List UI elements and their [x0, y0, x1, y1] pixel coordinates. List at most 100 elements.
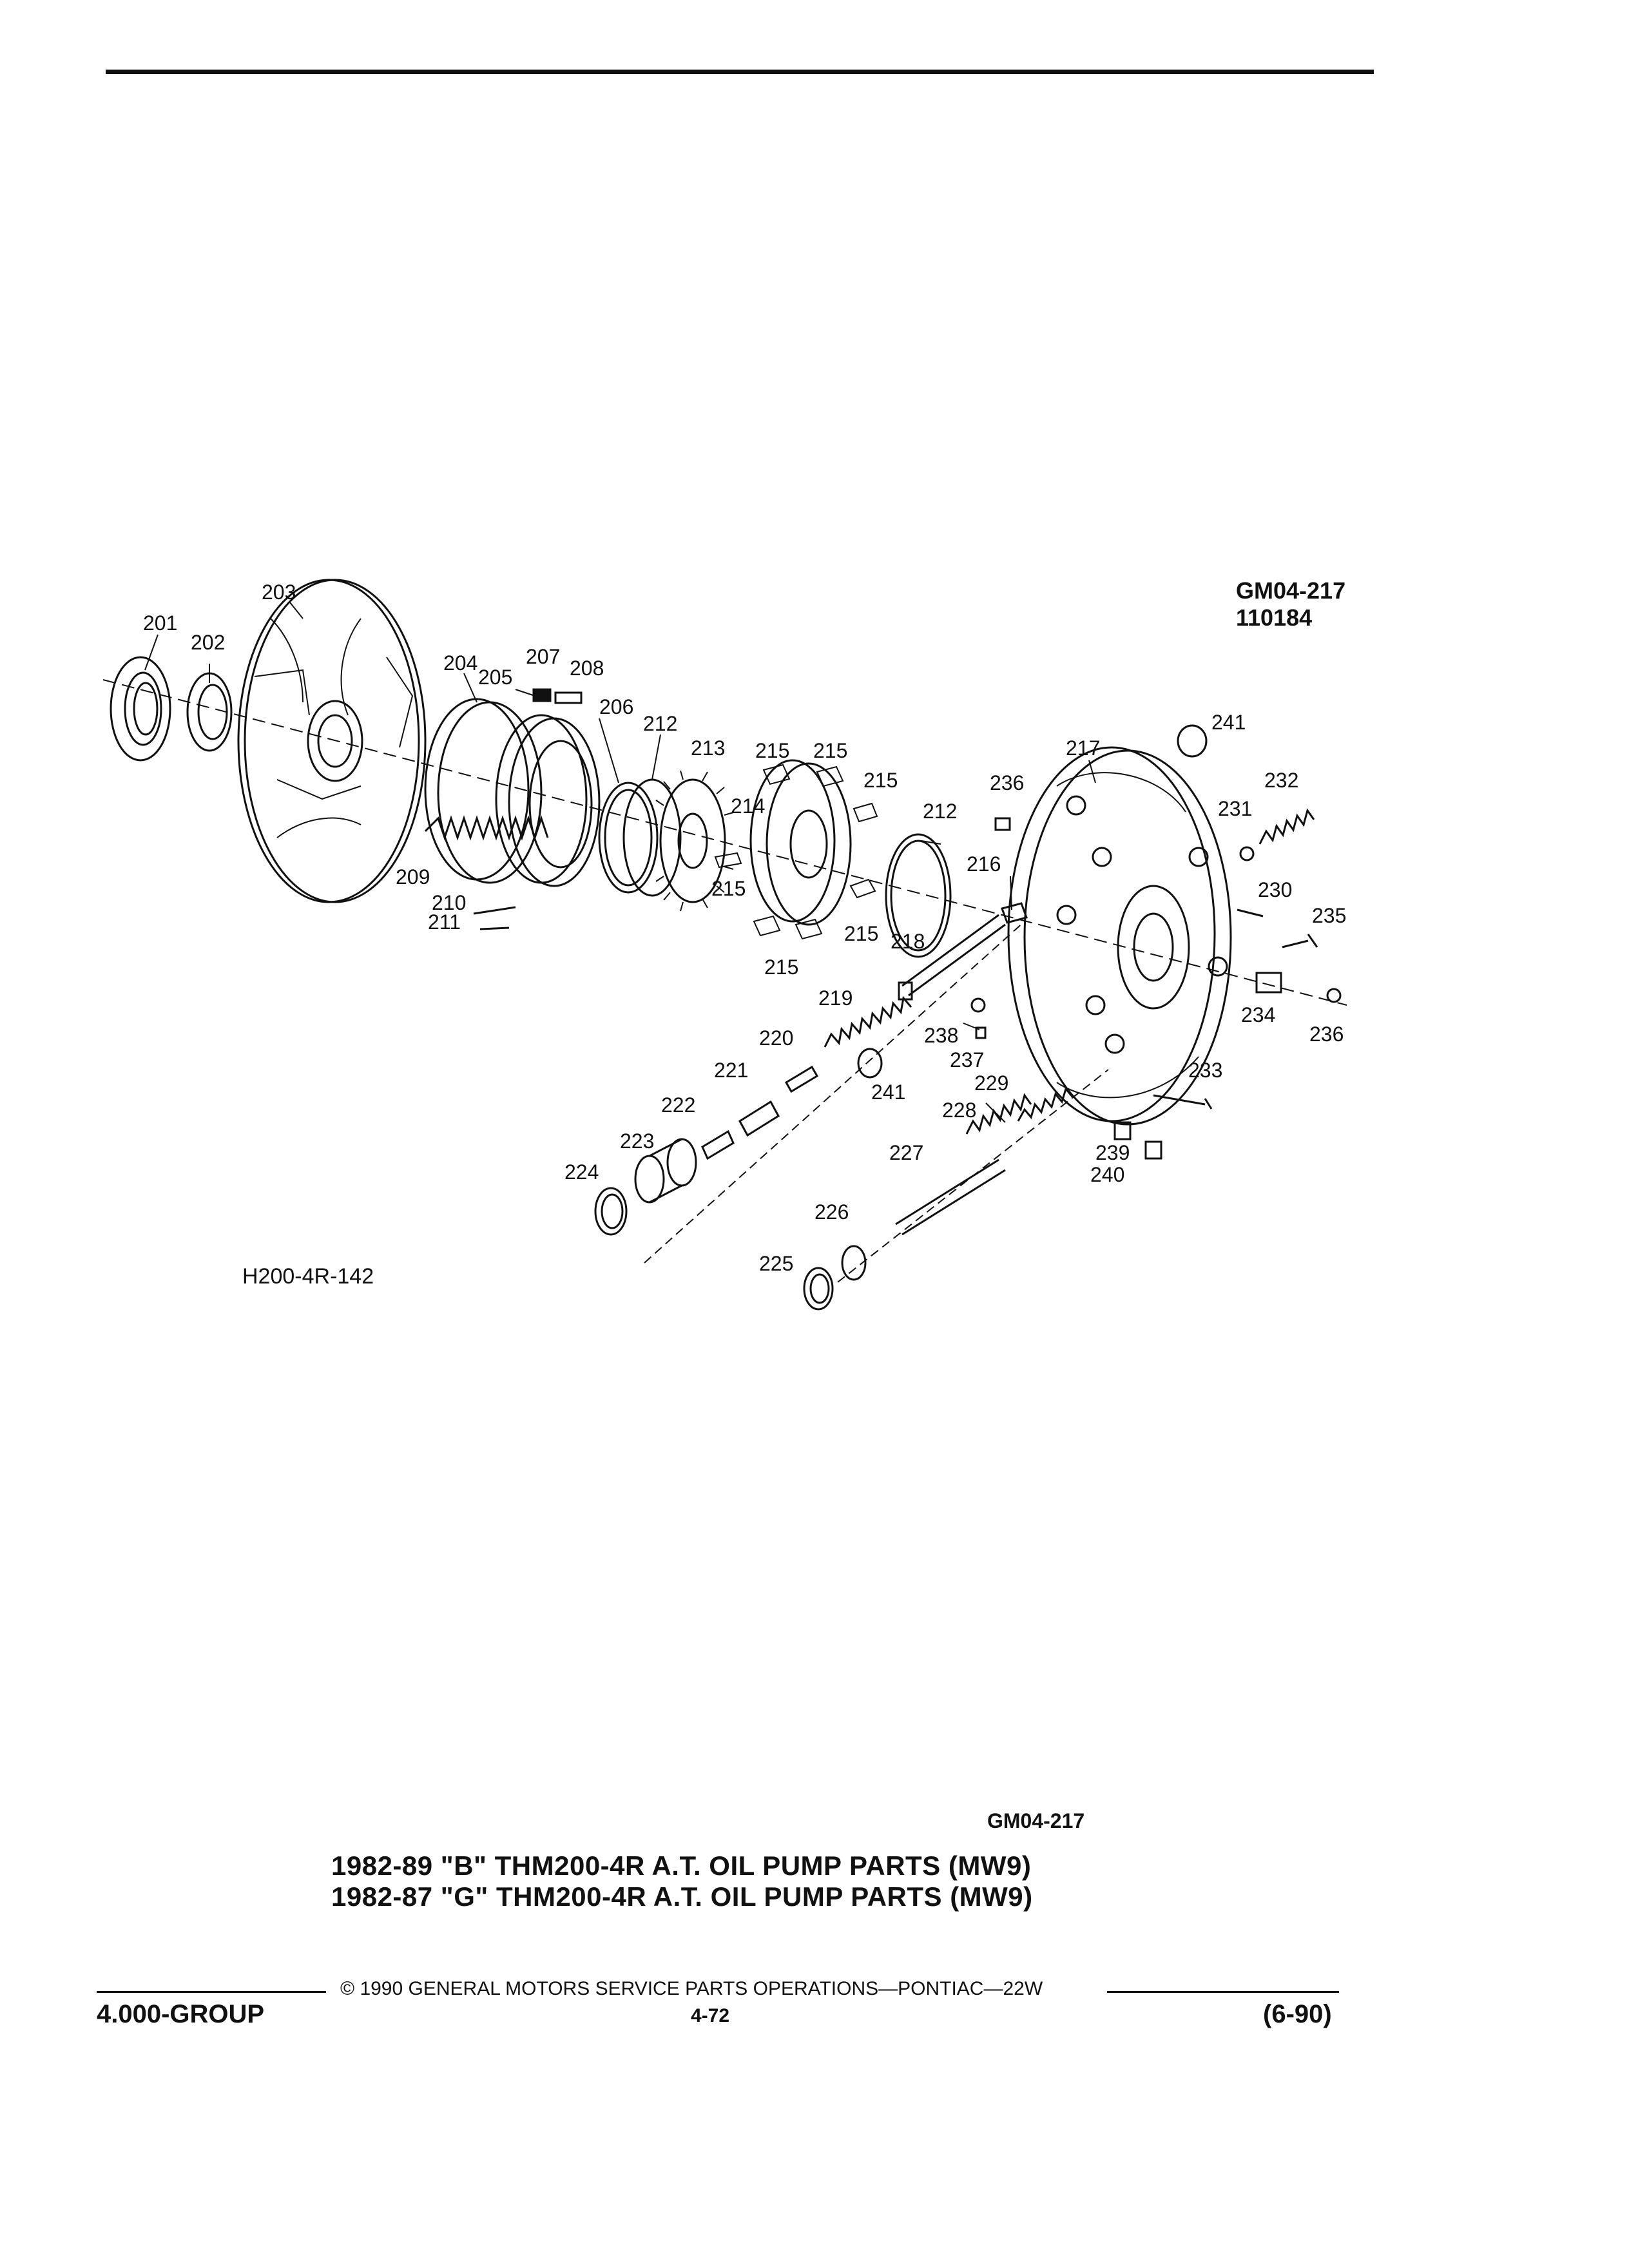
- callout-211: 211: [428, 910, 461, 934]
- part-218-valve: [898, 914, 1006, 1001]
- part-204-pump-ring: [424, 698, 543, 884]
- part-231-ball: [1239, 846, 1255, 861]
- part-233-bolt: [1153, 1094, 1213, 1110]
- callout-234: 234: [1241, 1003, 1275, 1026]
- part-230-pin: [1237, 908, 1264, 918]
- part-238-ball: [970, 997, 986, 1013]
- callout-224: 224: [564, 1160, 599, 1184]
- part-236-plug-top: [994, 817, 1011, 831]
- callout-241-lower: 241: [871, 1081, 905, 1104]
- part-206-slide-seal: [598, 782, 659, 894]
- callout-207: 207: [526, 645, 560, 668]
- callout-212-left: 212: [643, 712, 677, 735]
- part-235-screw: [1282, 934, 1318, 948]
- figure-ref-number: 110184: [1236, 604, 1313, 631]
- part-240-cup: [1144, 1140, 1162, 1160]
- part-241-cup-lower: [857, 1048, 883, 1079]
- part-227-valve: [895, 1158, 1006, 1236]
- callout-233: 233: [1188, 1059, 1222, 1082]
- part-221-valve: [738, 1100, 780, 1137]
- part-209-spring: [424, 815, 549, 841]
- part-215-vanes: [714, 764, 878, 940]
- footer-date: (6-90): [1263, 2000, 1332, 2028]
- part-210-211-seal-pins: [473, 906, 516, 930]
- footer-rule-right: [1107, 1991, 1339, 1993]
- callout-219: 219: [818, 986, 853, 1010]
- callout-205: 205: [478, 666, 512, 689]
- part-219-spring: [824, 995, 912, 1048]
- part-236-plug-right: [1326, 988, 1342, 1003]
- callout-238: 238: [924, 1024, 958, 1047]
- callout-206: 206: [599, 695, 633, 718]
- part-212-ring-right: [885, 833, 952, 958]
- top-rule: [106, 70, 1374, 74]
- callout-222: 222: [661, 1093, 695, 1117]
- callout-223: 223: [620, 1129, 654, 1153]
- footer-group: 4.000-GROUP: [97, 2000, 265, 2028]
- footer-page-number: 4-72: [691, 2005, 730, 2026]
- part-214-rotor: [749, 759, 852, 926]
- part-237-check: [975, 1026, 987, 1039]
- callout-237: 237: [950, 1048, 984, 1072]
- part-234-plug: [1255, 972, 1282, 994]
- part-222-valve: [701, 1129, 735, 1160]
- part-228-spring: [965, 1093, 1032, 1135]
- callout-235: 235: [1312, 904, 1346, 927]
- callout-221: 221: [714, 1059, 748, 1082]
- callout-218: 218: [891, 930, 925, 953]
- part-241-cup-upper: [1177, 724, 1208, 758]
- callout-227: 227: [889, 1141, 923, 1164]
- callout-209: 209: [396, 865, 430, 889]
- callout-215-a: 215: [755, 739, 789, 762]
- footer-rule-left: [97, 1991, 326, 1993]
- callout-213: 213: [691, 736, 725, 760]
- part-203-pump-cover: [237, 579, 427, 903]
- callout-229: 229: [974, 1072, 1008, 1095]
- part-216-plug: [1001, 902, 1028, 924]
- callout-230: 230: [1258, 878, 1292, 901]
- part-225-retainer: [803, 1267, 834, 1311]
- part-223-sleeve: [634, 1138, 697, 1204]
- part-201-seal: [110, 656, 171, 762]
- callout-217: 217: [1066, 736, 1100, 760]
- callout-232: 232: [1264, 769, 1298, 792]
- callout-228: 228: [942, 1099, 976, 1122]
- part-205-slide: [495, 714, 601, 887]
- part-213-rotor-guide: [655, 770, 734, 912]
- part-217-pump-body: [1007, 746, 1232, 1126]
- valve-axis: [644, 921, 1025, 1264]
- callout-212-right: 212: [923, 800, 957, 823]
- part-226-ring: [841, 1245, 867, 1281]
- figure-ref-code: GM04-217: [1236, 577, 1346, 604]
- callout-208: 208: [570, 657, 604, 680]
- callout-215-b: 215: [813, 739, 847, 762]
- callout-226: 226: [815, 1200, 849, 1224]
- part-229-spring: [1017, 1086, 1074, 1122]
- callout-215-c: 215: [863, 769, 898, 792]
- part-239-cup: [1113, 1121, 1132, 1140]
- footer-copyright: © 1990 GENERAL MOTORS SERVICE PARTS OPER…: [340, 1978, 1043, 1999]
- callout-202: 202: [191, 631, 225, 654]
- part-224-retainer: [594, 1187, 628, 1236]
- callout-215-d: 215: [711, 877, 746, 900]
- callout-236-top: 236: [990, 771, 1024, 794]
- callout-239: 239: [1095, 1141, 1130, 1164]
- callout-240: 240: [1090, 1163, 1124, 1186]
- callout-216: 216: [967, 852, 1001, 876]
- callout-215-f: 215: [764, 956, 798, 979]
- figure-title-1: 1982-89 "B" THM200-4R A.T. OIL PUMP PART…: [331, 1850, 1032, 1881]
- figure-title-2: 1982-87 "G" THM200-4R A.T. OIL PUMP PART…: [331, 1881, 1033, 1912]
- callout-204: 204: [443, 651, 477, 675]
- part-232-spring: [1258, 808, 1315, 845]
- callout-201: 201: [143, 611, 177, 635]
- callout-225: 225: [759, 1252, 793, 1275]
- part-207-208-pivot: [532, 688, 583, 704]
- callout-220: 220: [759, 1026, 793, 1050]
- callout-241-upper: 241: [1211, 711, 1246, 734]
- caption-code: GM04-217: [987, 1809, 1085, 1832]
- callout-236-right: 236: [1309, 1023, 1344, 1046]
- callout-231: 231: [1218, 797, 1252, 820]
- callout-203: 203: [262, 581, 296, 604]
- illustration-code: H200-4R-142: [242, 1264, 374, 1289]
